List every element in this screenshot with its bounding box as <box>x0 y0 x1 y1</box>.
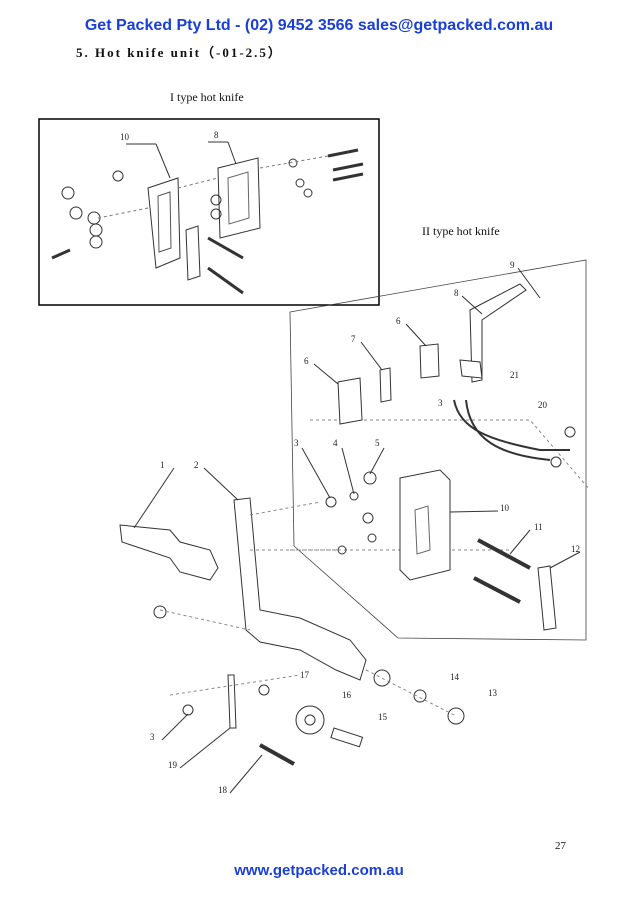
nut-icon <box>61 186 75 200</box>
type-1-diagram: 10 8 <box>38 118 380 306</box>
plate-7 <box>379 367 392 403</box>
callout-label: 9 <box>510 260 515 270</box>
roller-16 <box>295 705 325 735</box>
callout-label: 10 <box>500 503 510 513</box>
callout-label: 3 <box>294 438 299 448</box>
callout-label: 4 <box>333 438 338 448</box>
callout-label: 19 <box>168 760 178 770</box>
screw-18 <box>259 743 295 766</box>
callout-label: 13 <box>488 688 498 698</box>
caption-type-2: II type hot knife <box>422 224 500 238</box>
knife-holder <box>469 283 527 383</box>
diagram-frame <box>38 118 380 306</box>
callout-label: 16 <box>342 690 352 700</box>
callout-label: 6 <box>304 356 309 366</box>
callout-label: 2 <box>194 460 199 470</box>
nut-icon <box>69 206 83 220</box>
bracket-part <box>147 177 181 269</box>
pin-11 <box>477 538 531 570</box>
callout-label: 18 <box>218 785 228 795</box>
slotted-bar <box>185 225 201 281</box>
screw-icon <box>51 248 71 260</box>
wire-20 <box>453 399 570 451</box>
callout-label: 7 <box>351 334 356 344</box>
section-title: 5. Hot knife unit（-01-2.5） <box>76 45 283 60</box>
callout-label: 3 <box>150 732 155 742</box>
callout-label: 3 <box>438 398 443 408</box>
nut-icon <box>112 170 124 182</box>
callout-label: 17 <box>300 670 310 680</box>
pin-2 <box>207 266 244 295</box>
callout-label: 8 <box>454 288 459 298</box>
footer-link[interactable]: www.getpacked.com.au <box>234 862 404 879</box>
caption-type-1: I type hot knife <box>170 90 244 104</box>
callout-label: 14 <box>450 672 460 682</box>
callout-label: 15 <box>378 712 388 722</box>
callout-label: 12 <box>571 544 580 554</box>
screw-15 <box>330 727 364 748</box>
nut-icon <box>89 223 103 237</box>
plate-6b <box>419 343 440 379</box>
bracket-10 <box>399 469 451 581</box>
shaft-1 <box>119 524 219 581</box>
callout-label: 11 <box>534 522 543 532</box>
nut-icon <box>89 235 103 249</box>
callout-label: 6 <box>396 316 401 326</box>
plate-6 <box>337 377 363 425</box>
callout-label: 5 <box>375 438 380 448</box>
type-2-diagram: 9 8 6 7 6 21 3 20 3 4 5 10 11 12 1 2 17 … <box>119 259 588 795</box>
callout-label: 20 <box>538 400 548 410</box>
page-header: Get Packed Pty Ltd - (02) 9452 3566 sale… <box>84 17 554 34</box>
spring-19 <box>227 674 237 729</box>
callout-label: 8 <box>214 130 219 140</box>
bar-12 <box>537 565 557 631</box>
page-number: 27 <box>555 840 566 852</box>
pin-1 <box>207 236 244 260</box>
lever-2 <box>233 497 367 681</box>
nut-13 <box>447 707 465 725</box>
callout-label: 21 <box>510 370 519 380</box>
callout-label: 10 <box>120 132 130 142</box>
callout-label: 1 <box>160 460 165 470</box>
plate-part <box>217 157 261 239</box>
